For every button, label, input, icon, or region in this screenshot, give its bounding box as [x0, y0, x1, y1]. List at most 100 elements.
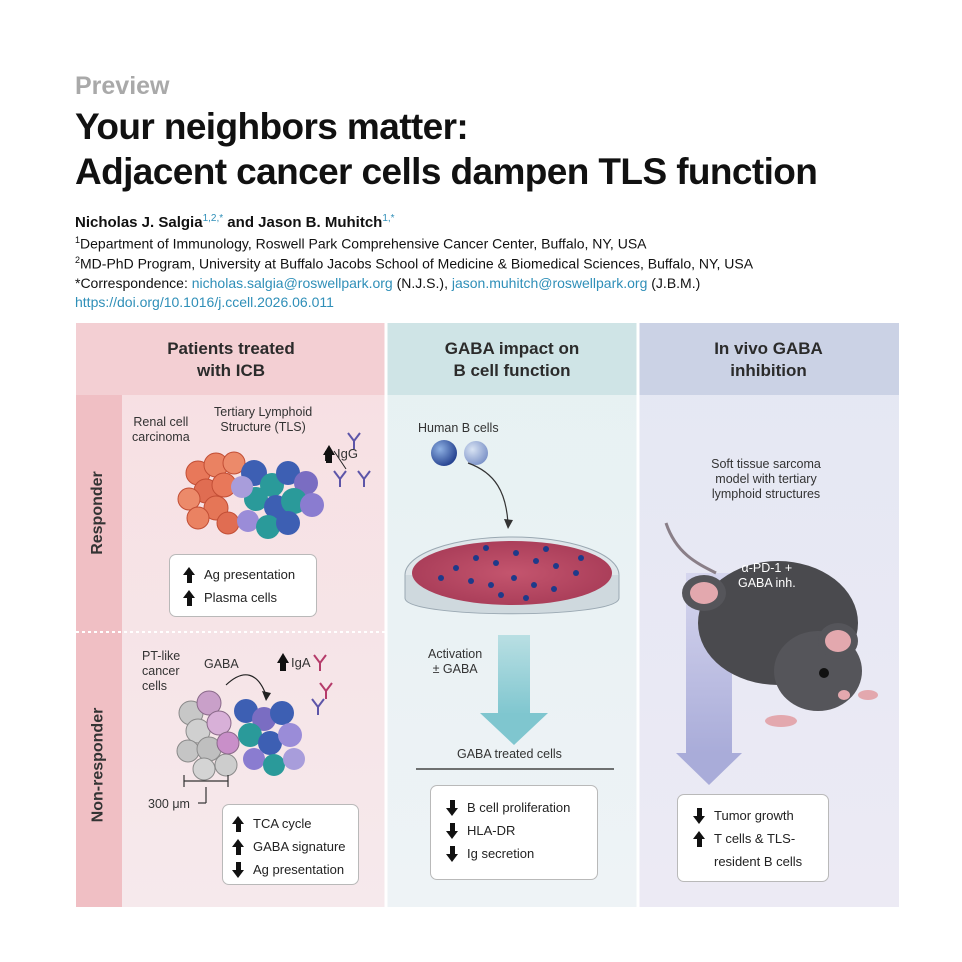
scale-label: 300 μm	[148, 797, 190, 811]
nonresp-item-2-text: GABA signature	[253, 839, 346, 854]
invivo-outcome-box: Tumor growth T cells & TLS- resident B c…	[677, 794, 829, 882]
responder-item-1-text: Ag presentation	[204, 567, 296, 582]
gaba-label: GABA	[204, 657, 239, 671]
sarcoma-label: Soft tissue sarcoma model with tertiary …	[698, 457, 834, 502]
pt-like-label: PT-like cancer cells	[142, 649, 180, 694]
title-line-2: Adjacent cancer cells dampen TLS functio…	[75, 151, 818, 192]
activation-line2: ± GABA	[432, 662, 478, 676]
sarcoma-line3: lymphoid structures	[711, 487, 821, 501]
col2-header-line2: B cell function	[453, 361, 571, 380]
responder-outcome-box: Ag presentation Plasma cells	[169, 554, 317, 617]
col3-header: In vivo GABA inhibition	[638, 338, 899, 382]
activation-label: Activation ± GABA	[428, 647, 482, 677]
gaba-treated-label: GABA treated cells	[457, 747, 562, 761]
treatment-line2: GABA inh.	[738, 576, 796, 590]
down-arrow-icon	[445, 799, 459, 816]
col2-item-3-text: Ig secretion	[467, 846, 535, 861]
col1-header: Patients treated with ICB	[76, 338, 386, 382]
down-arrow-icon	[445, 845, 459, 862]
corr-prefix: *Correspondence:	[75, 275, 192, 291]
nonresponder-outcome-box: TCA cycle GABA signature Ag presentation	[222, 804, 359, 885]
activation-line1: Activation	[428, 647, 483, 661]
col3-header-line1: In vivo GABA	[714, 339, 823, 358]
scale-bar	[183, 775, 229, 804]
email-link-2[interactable]: jason.muhitch@roswellpark.org	[451, 275, 648, 291]
col3-header-line2: inhibition	[730, 361, 807, 380]
col2-item-1: B cell proliferation	[445, 796, 583, 819]
col3-item-2: T cells & TLS-	[692, 827, 814, 850]
row-label-nonresponder: Non-responder	[34, 708, 164, 823]
row-label-responder: Responder	[49, 471, 149, 555]
author-2[interactable]: Jason B. Muhitch	[258, 214, 383, 231]
author-list: Nicholas J. Salgia1,2,* and Jason B. Muh…	[75, 213, 395, 231]
responder-item-2-text: Plasma cells	[204, 590, 277, 605]
renal-label-line2: carcinoma	[132, 430, 190, 444]
col2-header-line1: GABA impact on	[444, 339, 580, 358]
b-cell-dark	[431, 440, 457, 466]
col3-item-2-text: T cells & TLS-	[714, 831, 796, 846]
iga-label: IgA	[291, 655, 311, 670]
preview-kicker: Preview	[75, 72, 170, 100]
col1-header-line1: Patients treated	[167, 339, 295, 358]
down-arrow-icon	[231, 861, 245, 878]
treatment-line1: α-PD-1 +	[741, 561, 793, 575]
renal-tumor-cells	[177, 451, 246, 535]
nonresp-item-3: Ag presentation	[231, 858, 350, 881]
responder-text: Responder	[88, 471, 106, 555]
pt-like-cancer-cells	[176, 690, 240, 781]
nonresponder-tls-cluster	[234, 699, 305, 776]
antibody-icons	[333, 432, 371, 487]
activation-arrow	[480, 635, 548, 745]
treatment-label: α-PD-1 + GABA inh.	[738, 561, 796, 591]
human-b-cells-label: Human B cells	[418, 421, 499, 435]
pt-like-line2: cancer	[142, 664, 180, 678]
col2-item-3: Ig secretion	[445, 842, 583, 865]
sarcoma-line2: model with tertiary	[715, 472, 817, 486]
renal-label: Renal cell carcinoma	[132, 415, 190, 445]
doi-link[interactable]: https://doi.org/10.1016/j.ccell.2026.06.…	[75, 294, 334, 310]
tls-immune-cluster	[231, 460, 324, 539]
author-1[interactable]: Nicholas J. Salgia	[75, 214, 203, 231]
author-conj: and	[223, 214, 259, 231]
up-arrow-icon	[231, 815, 245, 832]
col3-item-3: resident B cells	[692, 850, 814, 873]
responder-item-1: Ag presentation	[182, 563, 304, 586]
renal-label-line1: Renal cell	[133, 415, 189, 429]
tls-label: Tertiary Lymphoid Structure (TLS)	[214, 405, 312, 435]
col2-item-2: HLA-DR	[445, 819, 583, 842]
email-link-1[interactable]: nicholas.salgia@roswellpark.org	[191, 275, 393, 291]
nonresponder-text: Non-responder	[88, 707, 106, 823]
tls-label-line2: Structure (TLS)	[220, 420, 306, 434]
igg-label: IgG	[337, 446, 358, 461]
col3-item-1: Tumor growth	[692, 804, 814, 827]
affiliation-2: 2MD-PhD Program, University at Buffalo J…	[75, 255, 753, 272]
up-arrow-icon	[692, 830, 706, 847]
aff2-text: MD-PhD Program, University at Buffalo Ja…	[80, 255, 754, 272]
gaba-outcome-box: B cell proliferation HLA-DR Ig secretion	[430, 785, 598, 880]
col3-item-1-text: Tumor growth	[714, 808, 794, 823]
nonresp-item-2: GABA signature	[231, 835, 350, 858]
aff2-number: 2	[75, 255, 81, 265]
title-line-1: Your neighbors matter:	[75, 106, 469, 147]
b-cell-light	[464, 441, 488, 465]
down-arrow-icon	[692, 807, 706, 824]
nonresp-item-1: TCA cycle	[231, 812, 350, 835]
tls-label-line1: Tertiary Lymphoid	[214, 405, 313, 419]
petri-dish	[404, 536, 620, 615]
iga-icons	[313, 654, 333, 699]
sarcoma-line1: Soft tissue sarcoma	[711, 457, 821, 471]
col2-header: GABA impact on B cell function	[386, 338, 638, 382]
pt-like-line1: PT-like	[142, 649, 181, 663]
author-1-affil[interactable]: 1,2,*	[202, 213, 224, 224]
down-arrow-icon	[445, 822, 459, 839]
up-arrow-icon	[231, 838, 245, 855]
author-2-affil[interactable]: 1,*	[382, 213, 395, 224]
col1-header-line2: with ICB	[197, 361, 265, 380]
col2-item-1-text: B cell proliferation	[467, 800, 571, 815]
col3-item-3-text: resident B cells	[714, 854, 803, 869]
article-title: Your neighbors matter: Adjacent cancer c…	[75, 104, 818, 194]
responder-item-2: Plasma cells	[182, 586, 304, 609]
email2-initials: (J.B.M.)	[647, 275, 701, 291]
aff1-text: Department of Immunology, Roswell Park C…	[80, 235, 647, 252]
affiliation-1: 1Department of Immunology, Roswell Park …	[75, 235, 647, 252]
